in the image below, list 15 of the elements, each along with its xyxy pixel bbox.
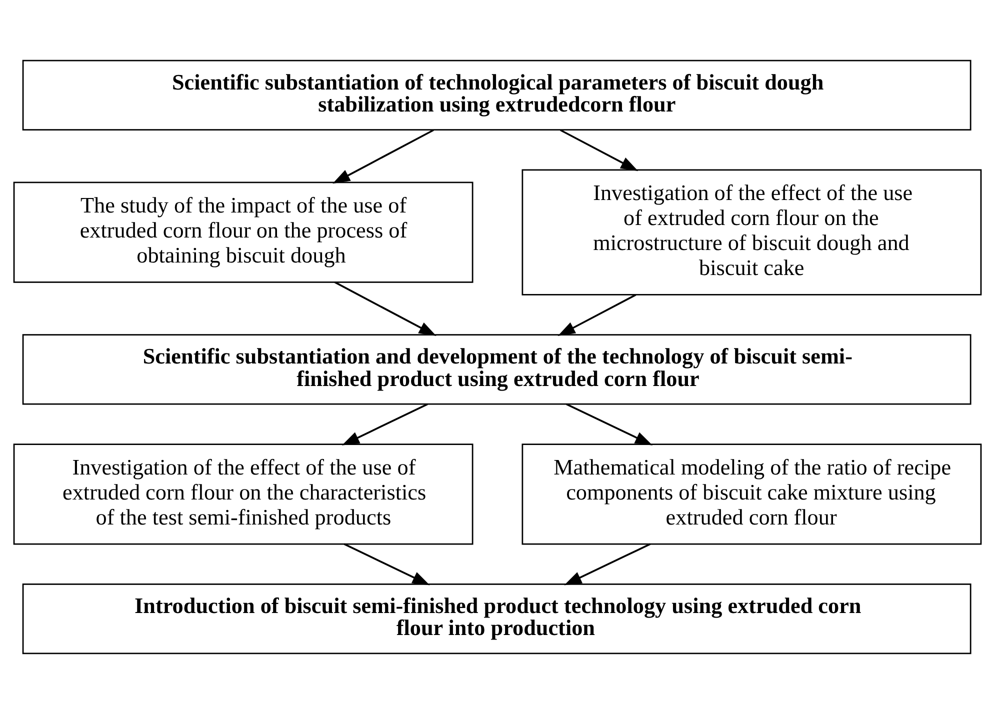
node-box: The study of the impact of the use of extruded corn flour on the process of obtaining biscuit dough (13, 181, 474, 282)
arrow (558, 294, 636, 336)
arrow (564, 542, 651, 585)
node-box: Mathematical modeling of the ratio of recipe components of biscuit cake mixture using extruded corn flour (522, 443, 982, 544)
arrow (342, 402, 428, 445)
arrow (560, 128, 638, 171)
arrow (344, 542, 430, 585)
node-box: Introduction of biscuit semi-finished product technology using extruded corn flour into production (22, 583, 972, 654)
node-box: Scientific substantiation of technological parameters of biscuit dough stabilization using extrudedcorn flour (22, 59, 972, 130)
arrow (332, 128, 434, 184)
node-box: Scientific substantiation and development of the technology of biscuit semi-finished product using extruded corn flour (22, 334, 972, 404)
node-box: Investigation of the effect of the use of extruded corn flour on the characteristics of the test semi-finished products (13, 443, 474, 544)
arrow (334, 280, 436, 336)
arrow (566, 402, 653, 445)
node-box: Investigation of the effect of the use of extruded corn flour on the microstructure of biscuit dough and biscuit cake (522, 168, 982, 295)
